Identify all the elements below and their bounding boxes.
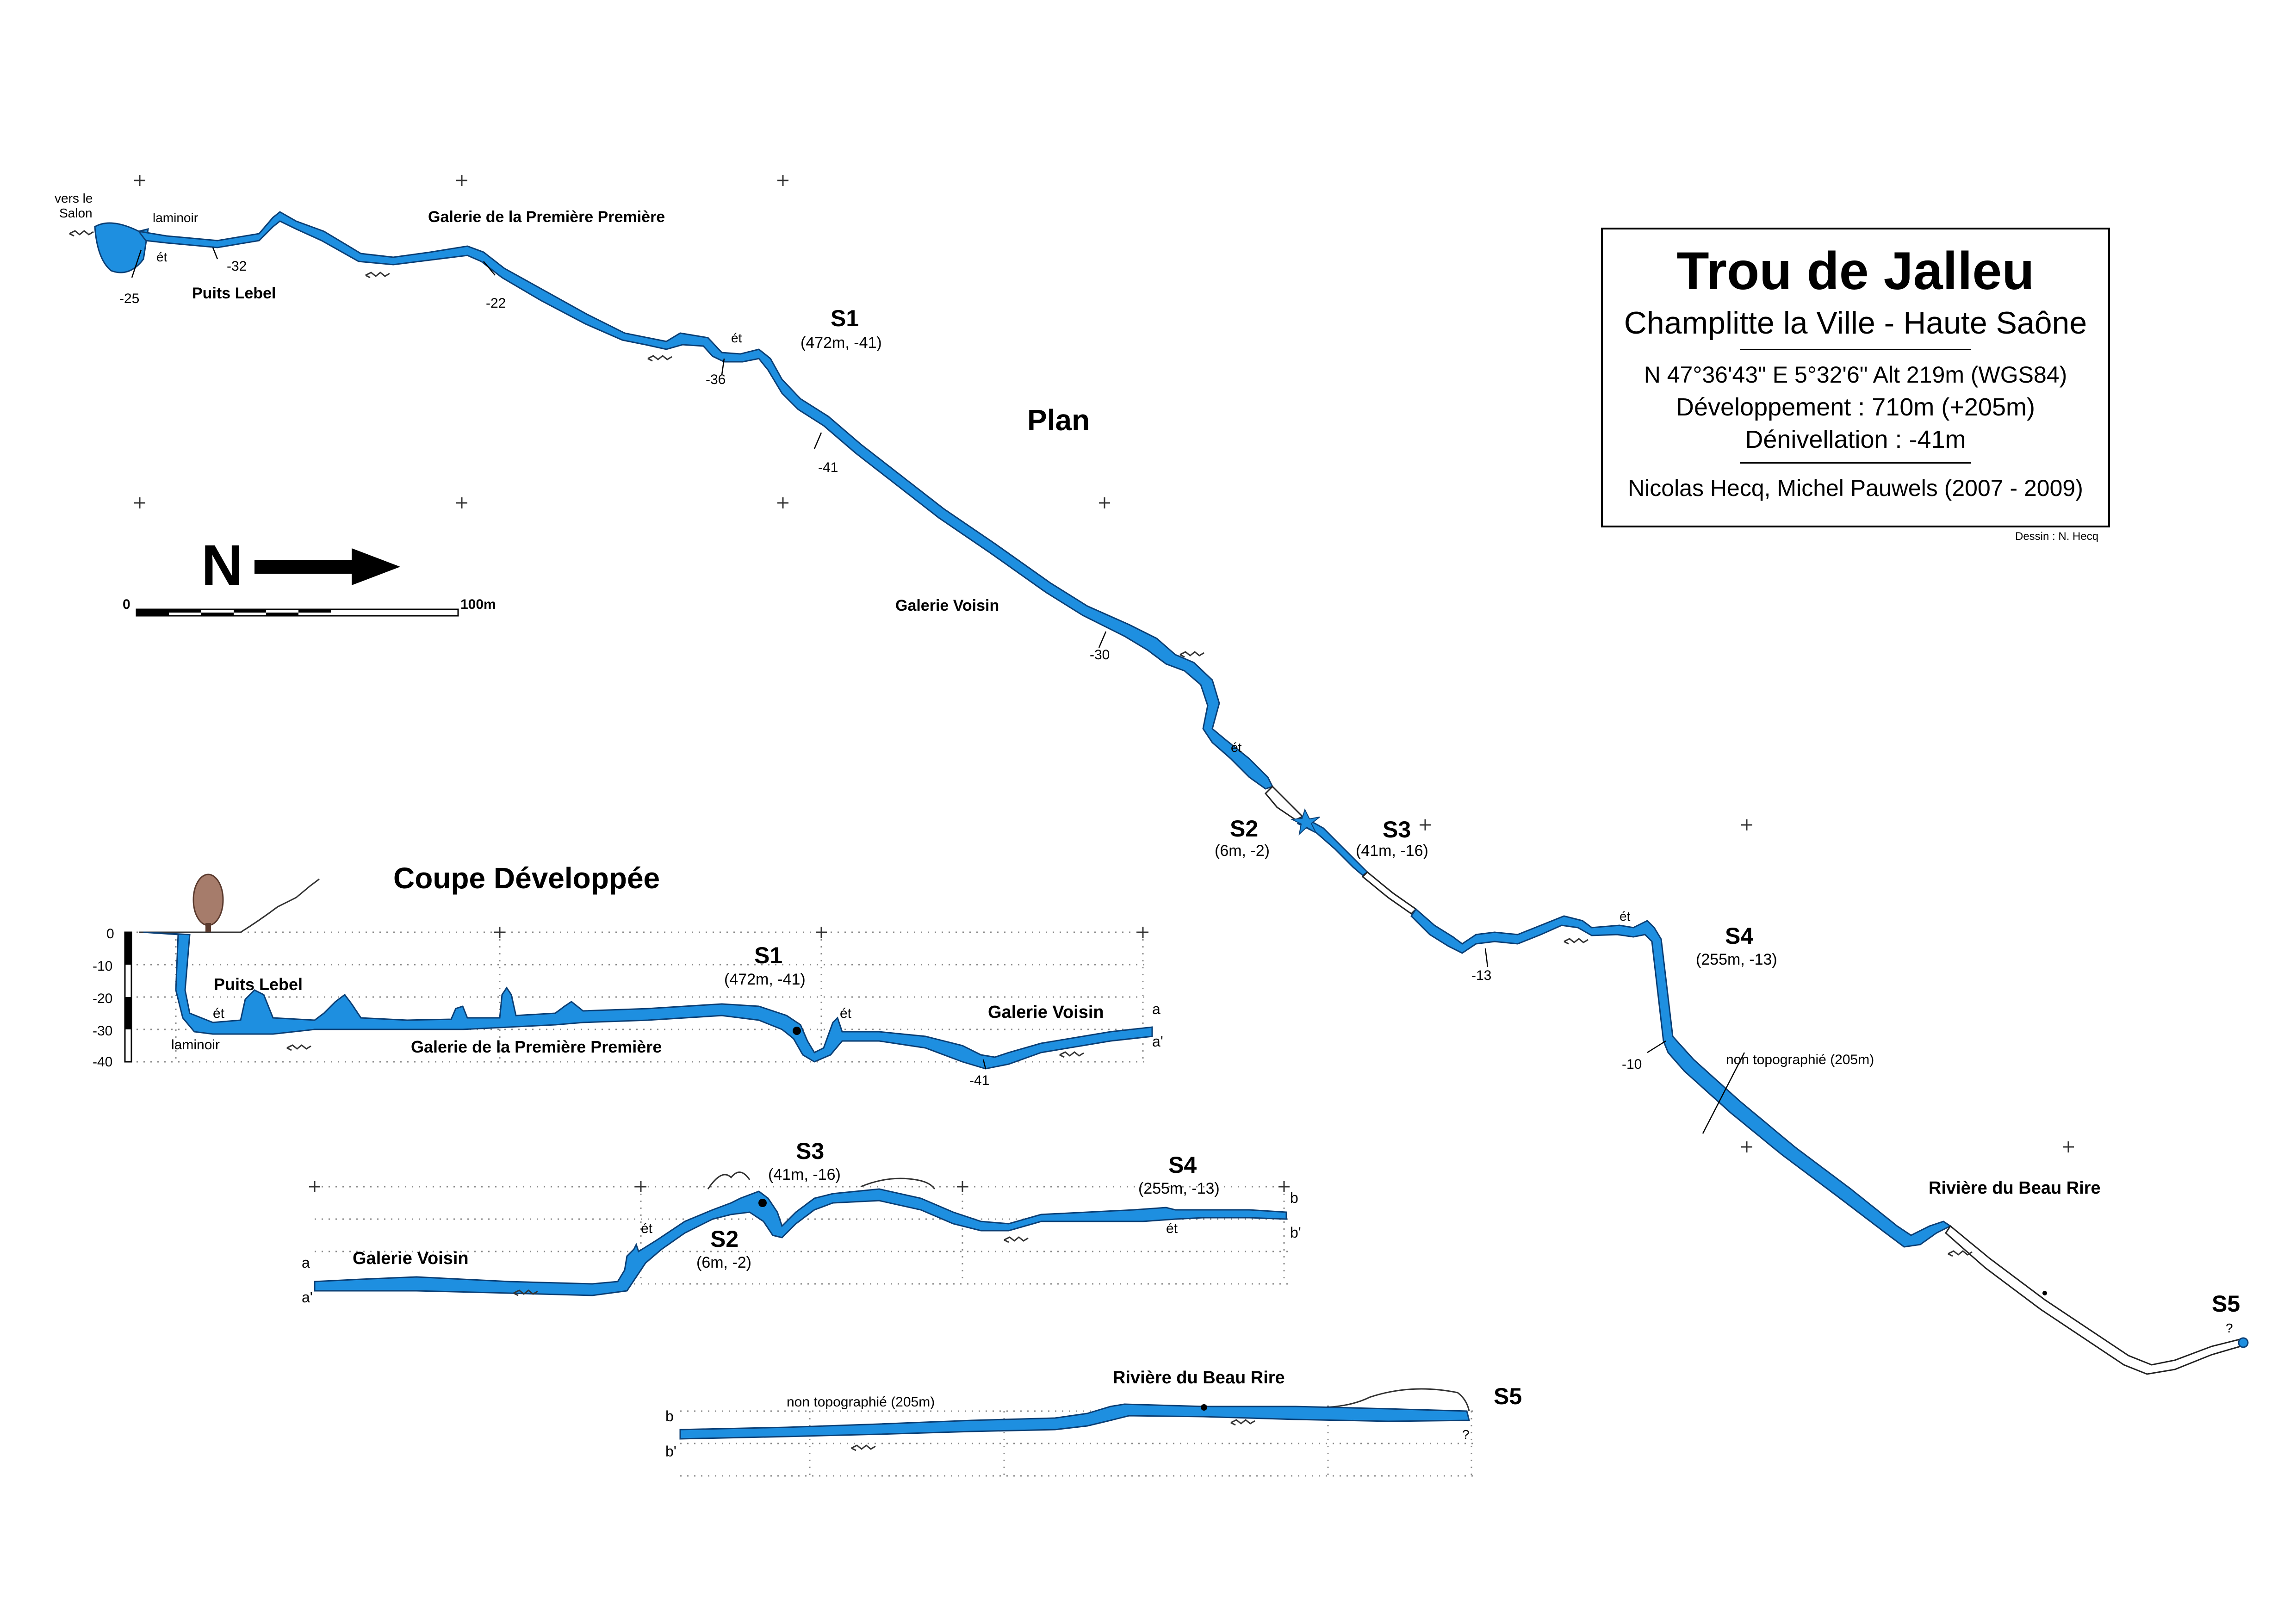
row2-label-b-prime: b' (1290, 1224, 1301, 1241)
label-laminoir: laminoir (153, 211, 198, 225)
scale-end: 100m (460, 597, 496, 612)
label-galerie-voisin: Galerie Voisin (895, 597, 999, 614)
label-riviere-beau-rire: Rivière du Beau Rire (1929, 1178, 2101, 1198)
section-label-puits-lebel: Puits Lebel (214, 975, 303, 994)
section-label-voisin: Galerie Voisin (988, 1003, 1104, 1022)
row2-label-a-prime: a' (302, 1289, 313, 1306)
label-s2-info: (6m, -2) (1215, 842, 1270, 860)
label-depth-22: -22 (486, 296, 506, 311)
label-s4: S4 (1725, 923, 1753, 949)
drawing-credit: Dessin : N. Hecq (2015, 530, 2099, 543)
label-salon: Salon (59, 206, 93, 220)
north-arrow: N (201, 533, 400, 598)
section-label-laminoir: laminoir (171, 1037, 220, 1053)
row2-label-s2: S2 (710, 1226, 738, 1252)
label-depth-36: -36 (706, 372, 726, 387)
cave-subtitle: Champlitte la Ville - Haute Saône (1624, 305, 2087, 341)
row2-label-a: a (302, 1254, 310, 1271)
row2-label-et-2: ét (1166, 1221, 1178, 1236)
label-s5: S5 (2212, 1291, 2240, 1317)
label-et-3: ét (1231, 740, 1242, 755)
cave-development: Développement : 710m (+205m) (1676, 393, 2035, 421)
row2-label-s4-info: (255m, -13) (1138, 1180, 1220, 1197)
section-row3: b b' non topographié (205m) Rivière du B… (665, 1368, 1522, 1477)
scale-start: 0 (123, 597, 130, 612)
cave-denivellation: Dénivellation : -41m (1745, 426, 1966, 453)
cave-coordinates: N 47°36'43" E 5°32'6" Alt 219m (WGS84) (1644, 362, 2067, 388)
plan-labels: vers le Salon laminoir ét -32 -25 Puits … (55, 191, 2240, 1335)
title-divider-1 (1740, 349, 1971, 350)
section-label-premiere: Galerie de la Première Première (411, 1037, 662, 1056)
label-puits-lebel: Puits Lebel (192, 285, 276, 302)
label-s1-info: (472m, -41) (800, 334, 882, 352)
section-label-s1: S1 (754, 942, 782, 968)
label-et-4: ét (1620, 909, 1631, 923)
depth-tick-0: 0 (106, 926, 114, 942)
row3-label-non-topographie: non topographié (205m) (787, 1394, 935, 1410)
scale-bar: 0 100m (123, 597, 496, 617)
label-depth-30: -30 (1090, 647, 1110, 663)
label-depth-10: -10 (1622, 1057, 1642, 1072)
label-et-1: ét (156, 250, 168, 264)
plan-leader-lines (131, 247, 1745, 1134)
row3-label-riviere-beau-rire: Rivière du Beau Rire (1113, 1368, 1285, 1388)
section-row2: a a' Galerie Voisin ét S2 (6m, -2) S3 (4… (302, 1138, 1301, 1306)
section-label-a-prime: a' (1152, 1033, 1163, 1050)
section-label-s1-info: (472m, -41) (724, 971, 806, 988)
row2-label-s3: S3 (796, 1138, 824, 1164)
plan-cave-passage (94, 211, 2249, 1375)
row3-label-s5: S5 (1494, 1383, 1522, 1409)
tree-icon (192, 873, 224, 932)
row2-label-s2-info: (6m, -2) (696, 1254, 751, 1271)
row3-label-b-prime: b' (665, 1443, 676, 1460)
label-depth-25: -25 (119, 291, 139, 306)
depth-tick-20: -20 (93, 991, 112, 1006)
plan-heading: Plan (1027, 403, 1090, 437)
title-divider-2 (1740, 462, 1971, 464)
row2-label-s4: S4 (1168, 1152, 1197, 1178)
section-label-et-2: ét (840, 1006, 852, 1021)
label-et-2: ét (731, 331, 742, 345)
cave-authors: Nicolas Hecq, Michel Pauwels (2007 - 200… (1628, 475, 2083, 501)
depth-tick-10: -10 (93, 959, 112, 974)
section-row1: 0 -10 -20 -30 -40 Puits Lebel ét laminoi… (93, 873, 1163, 1088)
plan-flow-arrows (69, 230, 1973, 1257)
label-s3-info: (41m, -16) (1356, 842, 1428, 860)
section-heading: Coupe Développée (393, 861, 660, 895)
label-premiere-premiere: Galerie de la Première Première (428, 208, 665, 226)
label-depth-13: -13 (1471, 968, 1491, 983)
plan-grid-crosses (134, 175, 2074, 1152)
row3-label-b: b (665, 1408, 674, 1425)
row2-label-et-1: ét (641, 1221, 653, 1236)
depth-tick-30: -30 (93, 1023, 112, 1039)
label-s1: S1 (831, 305, 859, 331)
north-letter: N (201, 533, 243, 598)
title-block: Trou de Jalleu Champlitte la Ville - Hau… (1601, 228, 2110, 527)
depth-tick-40: -40 (93, 1054, 112, 1070)
section-label-depth-41: -41 (969, 1073, 989, 1088)
label-s4-info: (255m, -13) (1696, 951, 1777, 968)
cave-title: Trou de Jalleu (1676, 242, 2035, 301)
label-s2: S2 (1230, 816, 1258, 842)
row3-label-question: ? (1462, 1427, 1470, 1442)
depth-ruler: 0 -10 -20 -30 -40 (93, 926, 132, 1070)
label-depth-32: -32 (227, 259, 247, 274)
section-label-et-1: ét (213, 1006, 225, 1021)
label-s3: S3 (1383, 817, 1411, 842)
row2-label-voisin: Galerie Voisin (353, 1249, 469, 1268)
label-s5-question: ? (2226, 1321, 2233, 1335)
section-label-a: a (1152, 1001, 1160, 1017)
label-non-topographie: non topographié (205m) (1726, 1052, 1874, 1067)
row2-label-s3-info: (41m, -16) (768, 1166, 841, 1183)
row2-label-b: b (1290, 1189, 1298, 1206)
label-depth-41: -41 (818, 460, 838, 475)
label-vers-le: vers le (55, 191, 93, 205)
